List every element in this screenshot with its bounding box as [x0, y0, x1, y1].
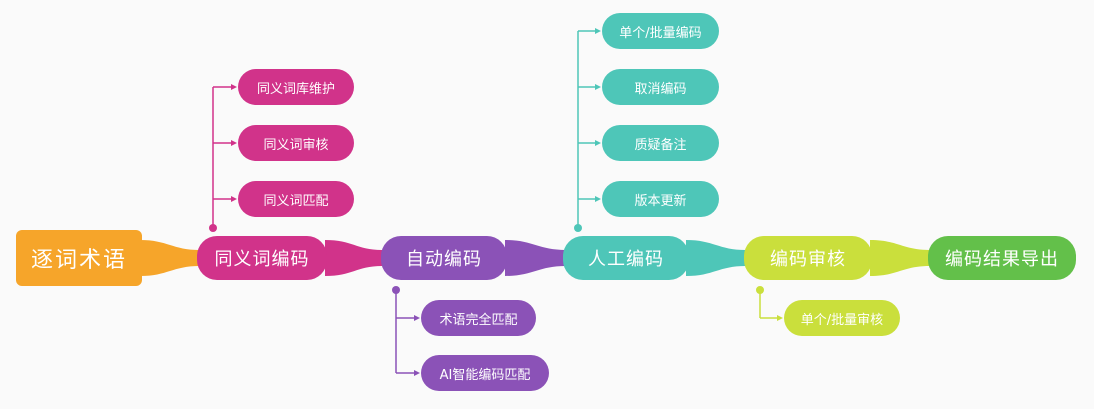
root-node: 逐词术语 — [16, 230, 142, 286]
manual-child-node: 单个/批量编码 — [602, 13, 719, 49]
arrow-head — [231, 196, 237, 202]
arrow-head — [595, 140, 601, 146]
synonym-child-node: 同义词库维护 — [238, 69, 354, 105]
synonym-child-node: 同义词审核 — [238, 125, 354, 161]
flow-link-root-synonym — [140, 240, 200, 276]
arrow-head — [777, 315, 783, 321]
synonym-branch — [212, 86, 234, 228]
arrow-head — [414, 370, 420, 376]
arrow-head — [595, 196, 601, 202]
arrow-head — [231, 84, 237, 90]
synonym-branch-dot — [209, 224, 217, 232]
auto-child-node: 术语完全匹配 — [421, 300, 536, 336]
arrow-head — [231, 140, 237, 146]
flow-link-auto-manual — [505, 240, 566, 276]
review-branch-dot — [756, 286, 764, 294]
manual-child-node: 质疑备注 — [602, 125, 719, 161]
flow-link-synonym-auto — [325, 240, 383, 276]
arrow-head — [595, 84, 601, 90]
manual-branch-dot — [574, 224, 582, 232]
synonym-coding-node: 同义词编码 — [197, 236, 327, 280]
arrow-head — [595, 28, 601, 34]
manual-child-node: 取消编码 — [602, 69, 719, 105]
auto-branch — [395, 290, 417, 374]
flow-link-manual-review — [686, 240, 746, 276]
manual-child-node: 版本更新 — [602, 181, 719, 217]
export-results-node: 编码结果导出 — [928, 236, 1076, 280]
code-review-node: 编码审核 — [744, 236, 872, 280]
review-child-node: 单个/批量审核 — [784, 300, 900, 336]
synonym-child-node: 同义词匹配 — [238, 181, 354, 217]
auto-branch-dot — [392, 286, 400, 294]
flow-link-review-export — [870, 240, 930, 276]
arrow-head — [414, 315, 420, 321]
auto-coding-node: 自动编码 — [381, 236, 507, 280]
auto-child-node: AI智能编码匹配 — [421, 355, 549, 391]
manual-coding-node: 人工编码 — [563, 236, 689, 280]
review-branch — [759, 290, 780, 319]
manual-branch — [577, 30, 598, 228]
